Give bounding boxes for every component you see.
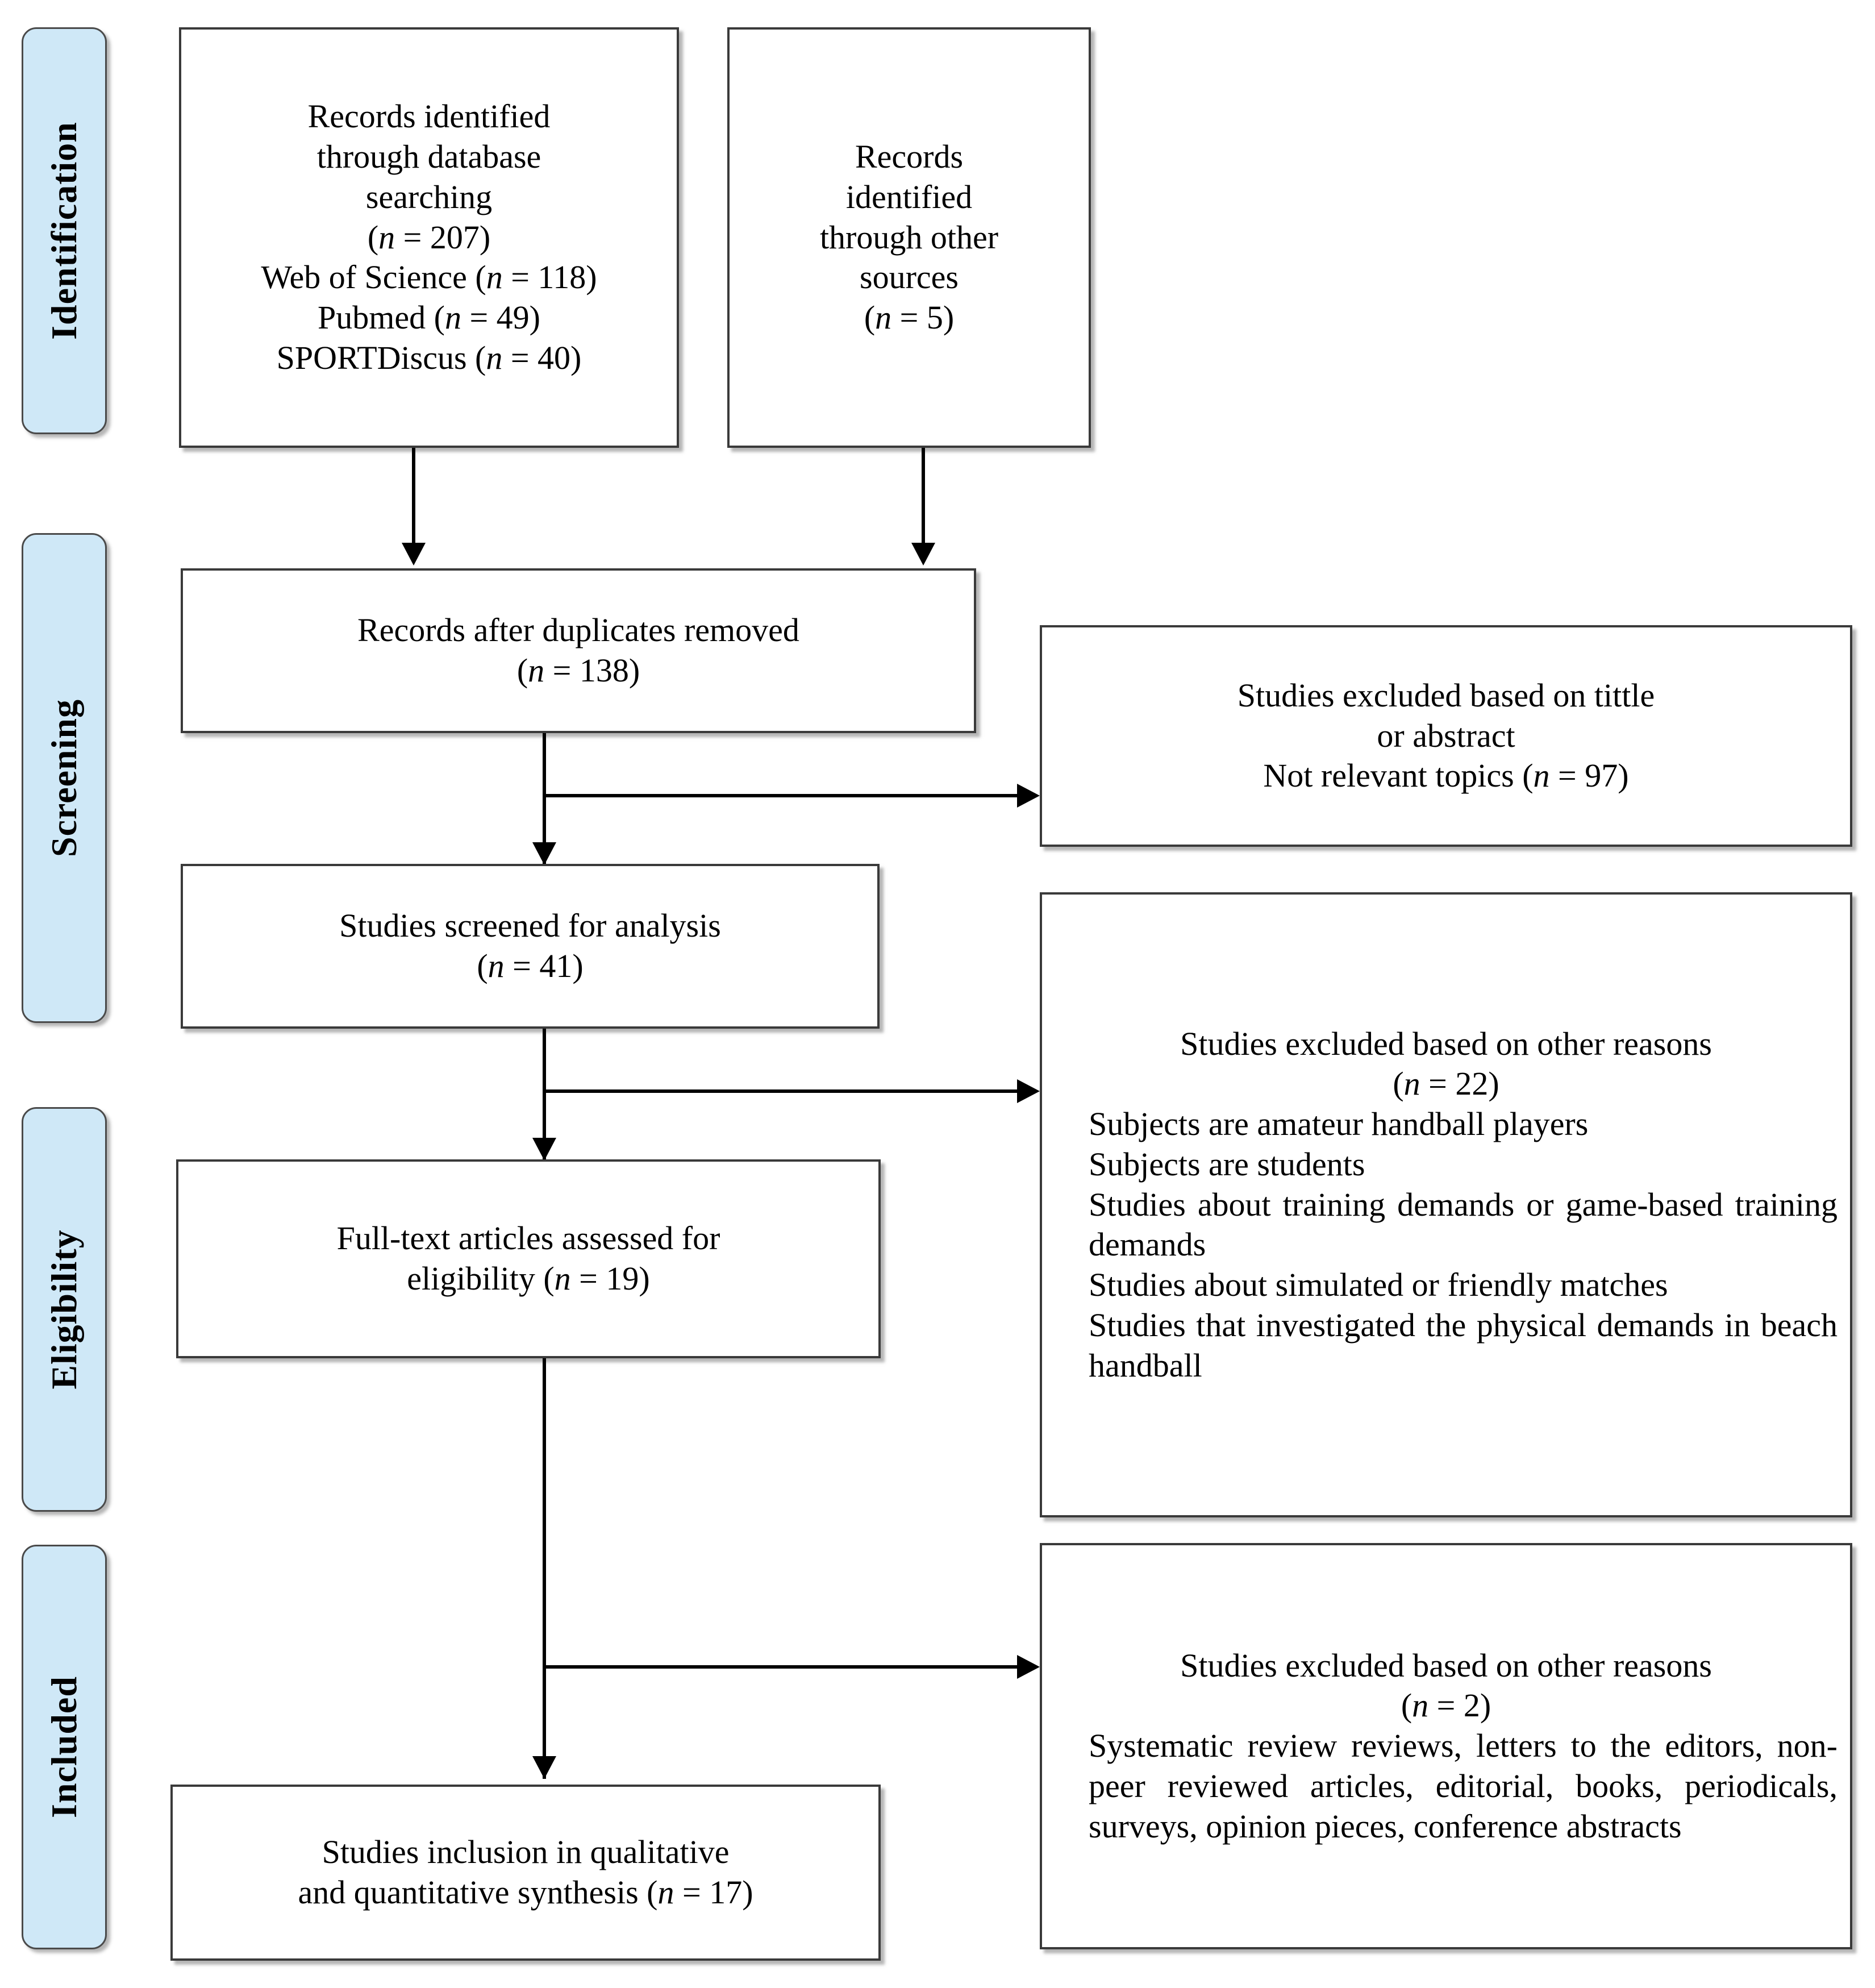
arrowhead-duplicates-to-excluded-title (1017, 784, 1040, 808)
box-excluded-other-reasons-22: Studies excluded based on other reasons … (1040, 892, 1852, 1517)
arrowhead-screened-to-excluded-22 (1017, 1079, 1040, 1103)
stage-label-screening-text: Screening (44, 698, 84, 858)
connector-fulltext-to-excluded-2 (543, 1665, 1023, 1669)
records-database-line-4: (n = 207) (367, 218, 491, 256)
excluded-2-reason-1: Systematic review reviews, letters to th… (1089, 1727, 1846, 1845)
screened-line-2: (n = 41) (477, 947, 584, 984)
stage-label-screening: Screening (22, 533, 107, 1023)
stage-label-eligibility: Eligibility (22, 1107, 107, 1512)
records-other-line-4: sources (860, 259, 959, 296)
records-database-line-1: Records identified (307, 98, 551, 135)
excluded-22-heading: Studies excluded based on other reasons (1180, 1025, 1712, 1062)
records-database-line-5: Web of Science (n = 118) (261, 259, 597, 296)
stage-label-eligibility-text: Eligibility (44, 1229, 84, 1390)
screened-line-1: Studies screened for analysis (339, 907, 721, 945)
box-studies-screened: Studies screened for analysis (n = 41) (181, 864, 880, 1029)
fulltext-line-2: eligibility (n = 19) (407, 1260, 650, 1297)
excluded-22-count: (n = 22) (1393, 1065, 1499, 1103)
records-other-line-2: identified (845, 178, 973, 215)
arrowhead-other-to-duplicates (911, 543, 935, 565)
records-database-line-2: through database (316, 138, 541, 176)
included-line-2: and quantitative synthesis (n = 17) (298, 1874, 753, 1911)
box-records-other-sources: Records identified through other sources… (727, 27, 1091, 448)
records-database-line-6: Pubmed (n = 49) (318, 299, 540, 336)
box-excluded-other-reasons-2: Studies excluded based on other reasons … (1040, 1543, 1852, 1949)
included-line-1: Studies inclusion in qualitative (322, 1833, 730, 1871)
excluded-title-line-2: or abstract (1377, 717, 1515, 754)
connector-duplicates-to-excluded-title (543, 794, 1023, 797)
arrowhead-fulltext-to-excluded-2 (1017, 1655, 1040, 1679)
stage-label-identification-text: Identification (44, 122, 84, 340)
after-duplicates-line-1: Records after duplicates removed (357, 612, 799, 649)
stage-label-included: Included (22, 1545, 107, 1949)
excluded-title-line-3: Not relevant topics (n = 97) (1263, 757, 1629, 795)
excluded-22-reason-5: Studies that investigated the physical d… (1089, 1306, 1846, 1384)
fulltext-line-1: Full-text articles assessed for (336, 1220, 720, 1257)
excluded-22-reason-4: Studies about simulated or friendly matc… (1089, 1266, 1668, 1304)
box-records-database: Records identified through database sear… (179, 27, 679, 448)
box-records-after-duplicates: Records after duplicates removed (n = 13… (181, 568, 976, 733)
records-other-line-5: (n = 5) (864, 299, 955, 336)
box-studies-included: Studies inclusion in qualitative and qua… (170, 1785, 881, 1961)
connector-screened-to-excluded-22 (543, 1089, 1023, 1093)
records-database-line-3: searching (365, 178, 493, 215)
records-other-line-1: Records (855, 138, 964, 176)
connector-database-to-duplicates (412, 448, 415, 546)
box-fulltext-assessed: Full-text articles assessed for eligibil… (176, 1159, 881, 1358)
excluded-22-reason-2: Subjects are students (1089, 1145, 1365, 1183)
after-duplicates-line-2: (n = 138) (516, 652, 640, 689)
excluded-2-count: (n = 2) (1401, 1687, 1491, 1724)
records-database-line-7: SPORTDiscus (n = 40) (276, 339, 582, 376)
stage-label-identification: Identification (22, 27, 107, 434)
records-other-line-3: through other (819, 218, 999, 256)
excluded-22-reason-1: Subjects are amateur handball players (1089, 1105, 1589, 1143)
connector-screened-to-fulltext (543, 1029, 546, 1161)
excluded-22-reason-3: Studies about training demands or game-b… (1089, 1186, 1846, 1263)
arrowhead-duplicates-to-screened (532, 842, 556, 865)
connector-other-to-duplicates (922, 448, 925, 546)
arrowhead-screened-to-fulltext (532, 1138, 556, 1161)
arrowhead-fulltext-to-included (532, 1756, 556, 1779)
stage-label-included-text: Included (44, 1676, 84, 1818)
connector-fulltext-to-included (543, 1358, 546, 1779)
excluded-2-heading: Studies excluded based on other reasons (1180, 1646, 1712, 1684)
connector-duplicates-to-screened (543, 733, 546, 865)
excluded-title-line-1: Studies excluded based on tittle (1237, 676, 1655, 714)
arrowhead-database-to-duplicates (402, 543, 426, 565)
box-excluded-title-abstract: Studies excluded based on tittle or abst… (1040, 625, 1852, 847)
